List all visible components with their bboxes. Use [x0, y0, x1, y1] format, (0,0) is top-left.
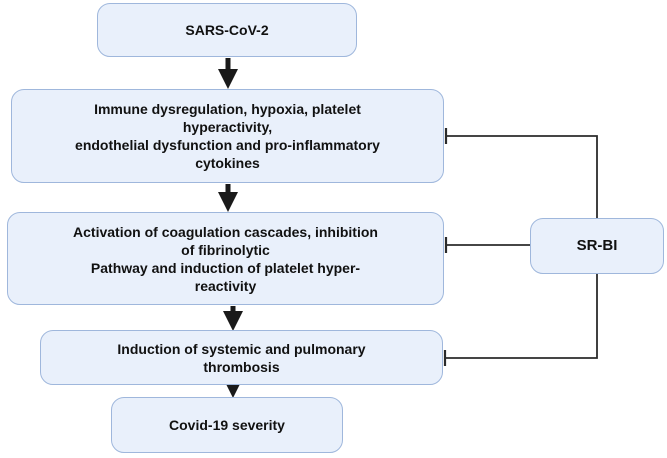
node-label-line: reactivity [194, 277, 257, 294]
node-label-line: endothelial dysfunction and pro-inflamma… [75, 137, 380, 153]
node-label-line: Activation of coagulation cascades, inhi… [73, 223, 378, 240]
node-sars-cov-2: SARS-CoV-2 [97, 3, 357, 57]
node-label-line: Induction of systemic and pulmonary [117, 340, 366, 357]
node-label-line: cytokines [195, 155, 260, 171]
node-immune-dysregulation: Immune dysregulation, hypoxia, platelet … [11, 89, 444, 183]
node-label-line: SARS-CoV-2 [185, 22, 269, 38]
inhibit-srbi-to-thrombosis [445, 274, 598, 359]
node-coagulation-activation: Activation of coagulation cascades, inhi… [7, 212, 444, 305]
node-label-line: Pathway and induction of platelet hyper- [90, 259, 361, 276]
inhibit-srbi-to-immune [446, 135, 598, 218]
node-label-line: hyperactivity, [182, 119, 273, 135]
node-label-line: Immune dysregulation, hypoxia, platelet [94, 101, 361, 117]
node-label-line: SR-BI [576, 237, 618, 254]
node-covid-severity: Covid-19 severity [111, 397, 343, 453]
node-label-line: of fibrinolytic [181, 241, 270, 258]
node-label-line: thrombosis [203, 358, 280, 375]
node-label-line: Covid-19 severity [169, 417, 285, 433]
node-sr-bi: SR-BI [530, 218, 664, 274]
node-thrombosis-induction: Induction of systemic and pulmonary thro… [40, 330, 443, 385]
